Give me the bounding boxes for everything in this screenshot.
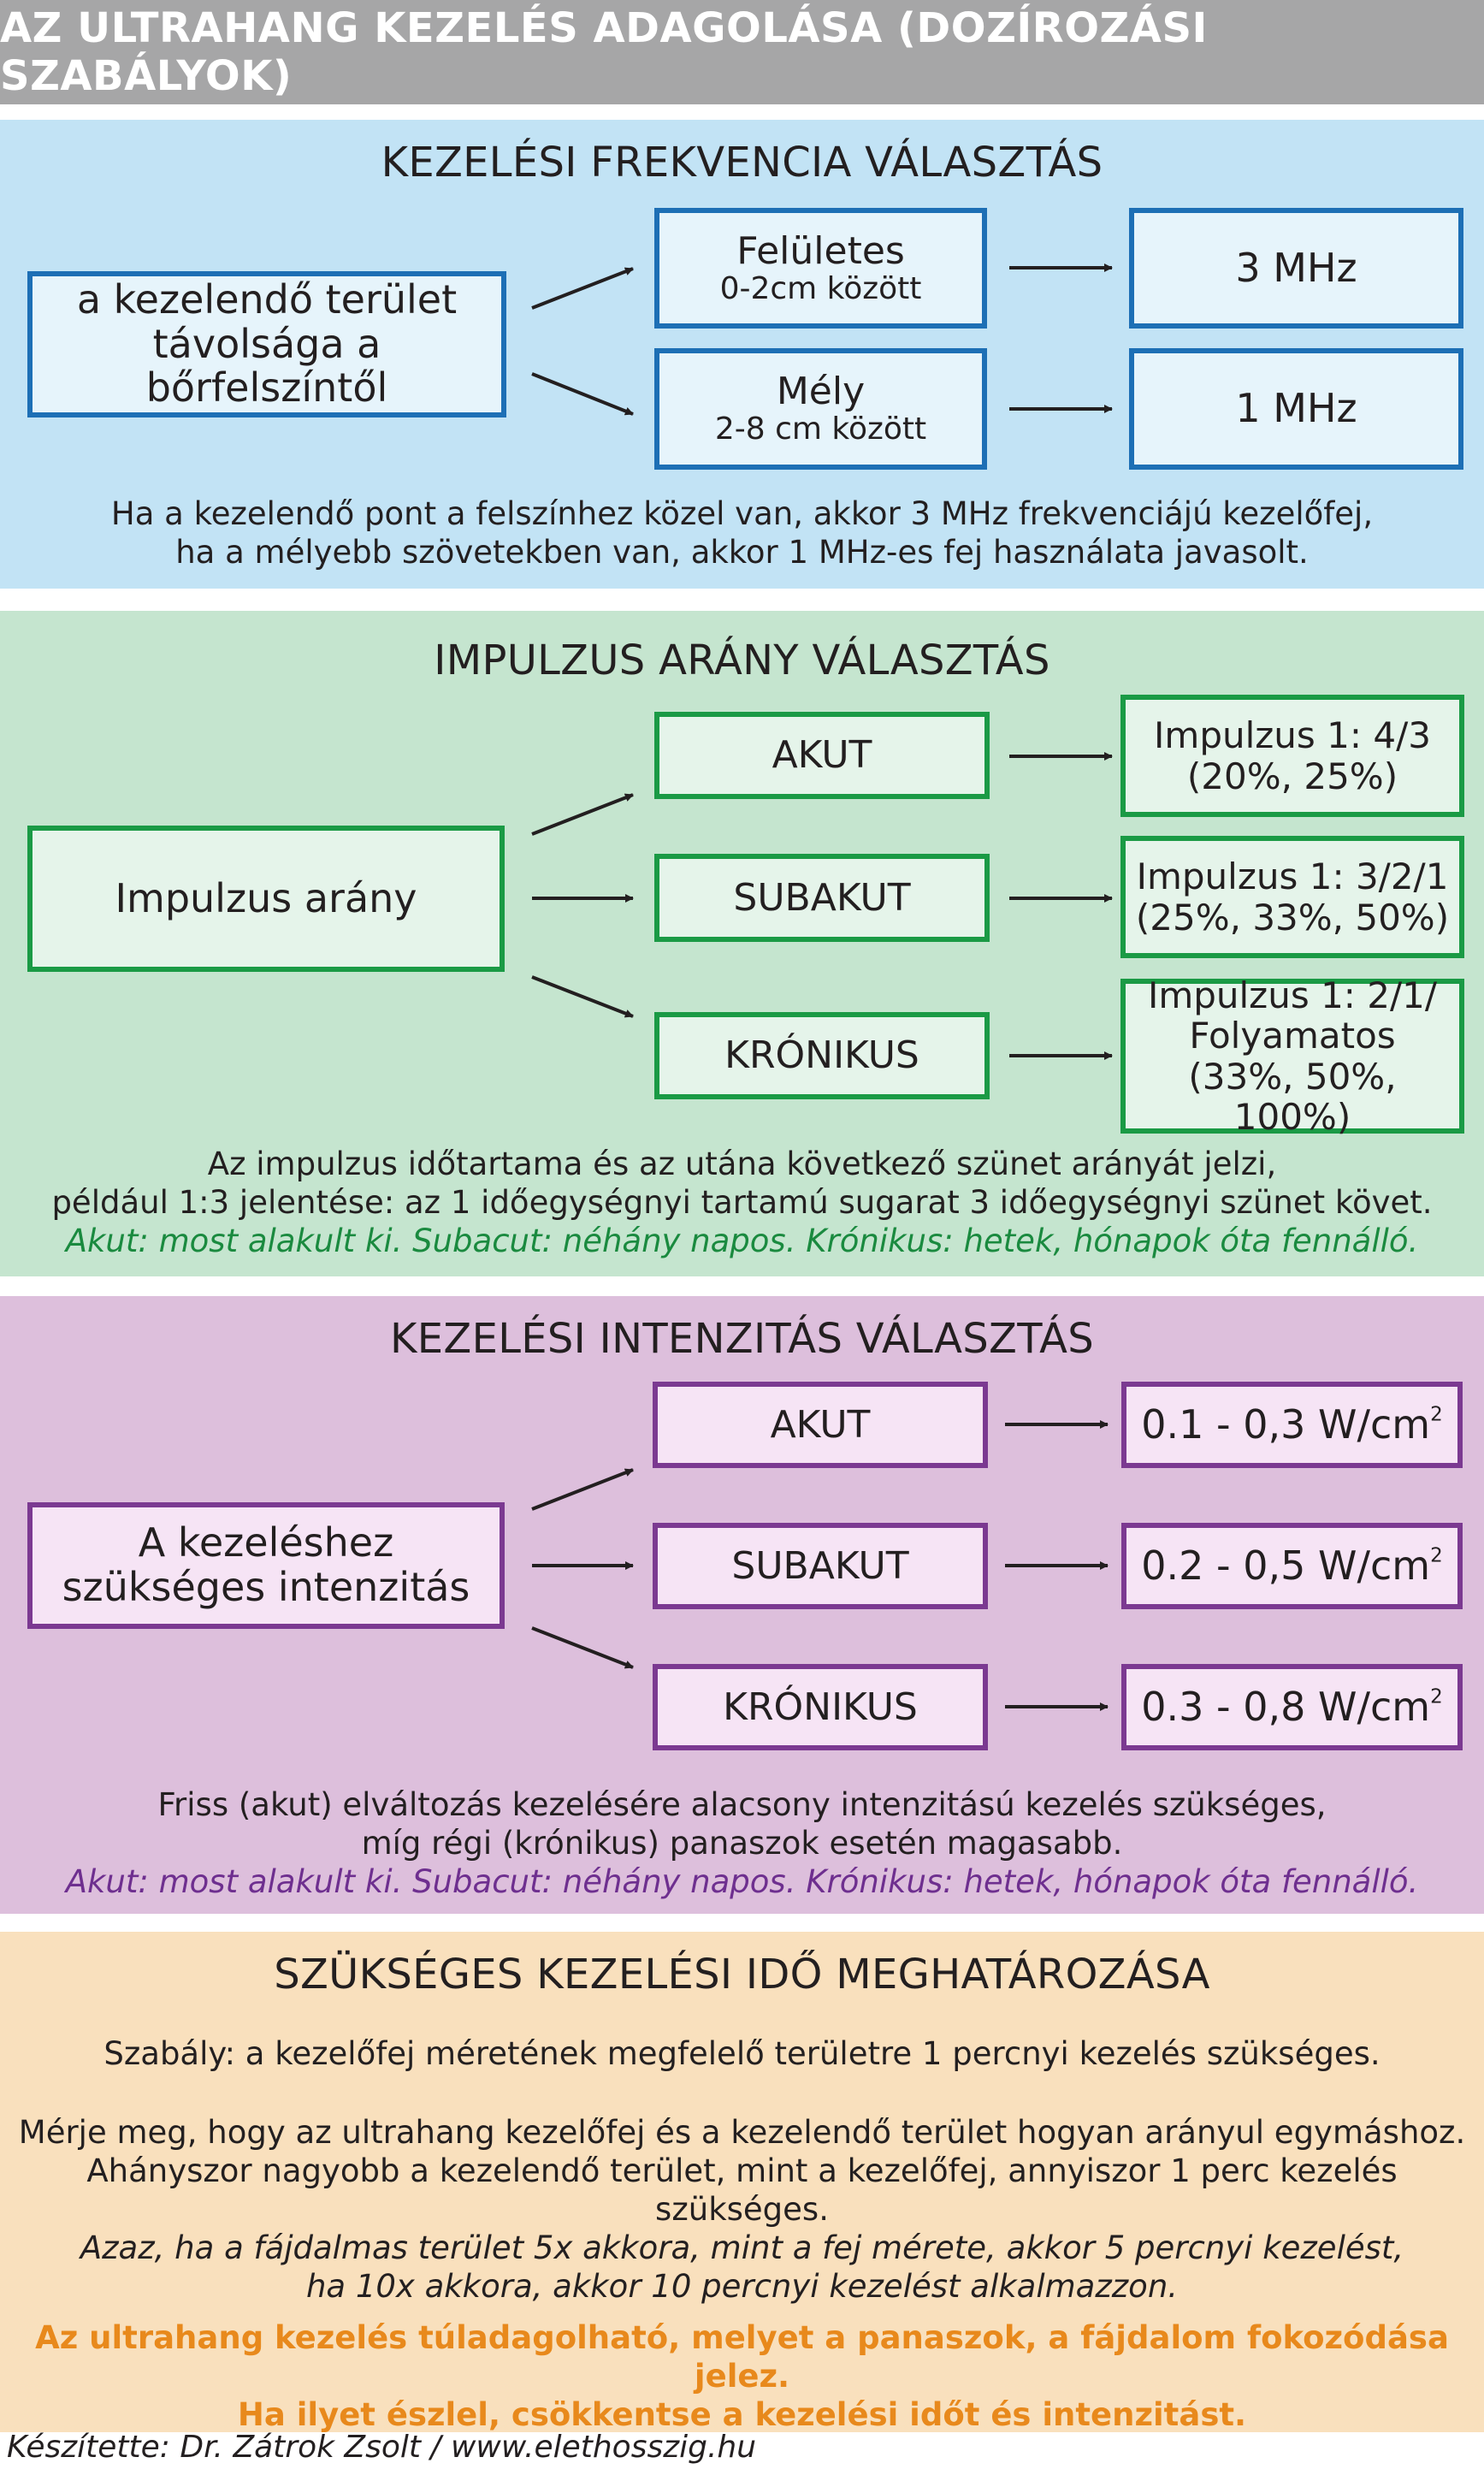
arrow-to-deep [531, 372, 634, 416]
impulse-result-acute: Impulzus 1: 4/3 (20%, 25%) [1120, 695, 1464, 817]
impulse-option-chronic: KRÓNIKUS [654, 1012, 990, 1099]
frequency-option-superficial: Felületes 0-2cm között [654, 208, 987, 329]
footer-credit: Készítette: Dr. Zátrok Zsolt / www.eleth… [7, 2430, 757, 2465]
intensity-result-chronic: 0.3 - 0,8 W/cm2 [1121, 1664, 1463, 1750]
impulse-note-line1: Az impulzus időtartama és az utána követ… [207, 1146, 1277, 1182]
time-warning: Az ultrahang kezelés túladagolható, mely… [0, 2318, 1484, 2434]
impulse-result-ratio: Impulzus 1: 4/3 [1154, 714, 1431, 757]
frequency-source-line1: a kezelendő terület [76, 276, 458, 323]
impulse-option-label: AKUT [772, 733, 872, 778]
intensity-result-value: 0.1 - 0,3 W/cm2 [1141, 1400, 1443, 1448]
intensity-note-line2: míg régi (krónikus) panaszok esetén maga… [361, 1825, 1123, 1862]
intensity-source-line1: A kezeléshez [138, 1519, 394, 1566]
intensity-result-value: 0.3 - 0,8 W/cm2 [1141, 1683, 1443, 1730]
impulse-option-label: KRÓNIKUS [724, 1033, 919, 1078]
intensity-option-label: KRÓNIKUS [723, 1684, 918, 1729]
intensity-note: Friss (akut) elváltozás kezelésére alacs… [0, 1785, 1484, 1901]
intensity-result-range: 0.3 - 0,8 W/cm [1141, 1683, 1431, 1730]
impulse-result-percent: (25%, 33%, 50%) [1135, 896, 1450, 938]
unit-exponent: 2 [1430, 1685, 1443, 1708]
time-line1: Mérje meg, hogy az ultrahang kezelőfej é… [18, 2114, 1466, 2151]
intensity-result-subacute: 0.2 - 0,5 W/cm2 [1121, 1523, 1463, 1609]
frequency-title: KEZELÉSI FREKVENCIA VÁLASZTÁS [381, 139, 1103, 187]
impulse-legend: Akut: most alakult ki. Subacut: néhány n… [65, 1223, 1419, 1259]
intensity-option-subacute: SUBAKUT [653, 1523, 988, 1609]
frequency-option-deep: Mély 2-8 cm között [654, 348, 987, 470]
impulse-option-acute: AKUT [654, 712, 990, 799]
frequency-option-depth: 2-8 cm között [714, 412, 927, 447]
frequency-note-line2: ha a mélyebb szövetekben van, akkor 1 MH… [175, 534, 1309, 571]
arrow-to-impulse-chronic [531, 975, 634, 1018]
intensity-result-range: 0.2 - 0,5 W/cm [1141, 1542, 1431, 1589]
arrow-to-intensity-acute [531, 1468, 634, 1511]
impulse-result-subacute: Impulzus 1: 3/2/1 (25%, 33%, 50%) [1120, 836, 1464, 958]
arrow-to-superficial [531, 267, 634, 310]
impulse-result-mode: Folyamatos [1189, 1015, 1396, 1057]
page-title: AZ ULTRAHANG KEZELÉS ADAGOLÁSA (DOZÍROZÁ… [0, 4, 1208, 100]
time-warning-line2: Ha ilyet észlel, csökkentse a kezelési i… [237, 2396, 1247, 2433]
frequency-source-line2: távolsága a bőrfelszíntől [145, 320, 388, 412]
impulse-source-box: Impulzus arány [27, 826, 505, 972]
frequency-option-label: Mély [776, 370, 866, 414]
frequency-result-3mhz: 3 MHz [1129, 208, 1463, 329]
impulse-note: Az impulzus időtartama és az utána követ… [0, 1145, 1484, 1260]
arrow-to-intensity-chronic [531, 1626, 634, 1669]
time-warning-line1: Az ultrahang kezelés túladagolható, mely… [35, 2319, 1449, 2395]
frequency-result-1mhz: 1 MHz [1129, 348, 1463, 470]
unit-exponent: 2 [1430, 1403, 1443, 1426]
intensity-title: KEZELÉSI INTENZITÁS VÁLASZTÁS [389, 1315, 1094, 1363]
impulse-source-label: Impulzus arány [115, 874, 417, 921]
frequency-option-label: Felületes [736, 228, 905, 273]
time-panel [0, 1932, 1484, 2432]
impulse-result-ratio: Impulzus 1: 2/1/ [1147, 974, 1438, 1017]
intensity-legend: Akut: most alakult ki. Subacut: néhány n… [65, 1863, 1419, 1900]
frequency-note-line1: Ha a kezelendő pont a felszínhez közel v… [110, 495, 1374, 532]
impulse-option-subacute: SUBAKUT [654, 854, 990, 942]
frequency-option-depth: 0-2cm között [719, 270, 922, 306]
intensity-option-label: AKUT [770, 1402, 871, 1447]
impulse-title: IMPULZUS ARÁNY VÁLASZTÁS [434, 636, 1050, 684]
intensity-option-acute: AKUT [653, 1382, 988, 1468]
intensity-option-chronic: KRÓNIKUS [653, 1664, 988, 1750]
frequency-note: Ha a kezelendő pont a felszínhez közel v… [0, 494, 1484, 571]
intensity-result-acute: 0.1 - 0,3 W/cm2 [1121, 1382, 1463, 1468]
impulse-result-chronic: Impulzus 1: 2/1/ Folyamatos (33%, 50%, 1… [1120, 975, 1464, 1138]
time-rule: Szabály: a kezelőfej méretének megfelelő… [103, 2035, 1381, 2072]
impulse-note-line2: például 1:3 jelentése: az 1 időegységnyi… [51, 1184, 1433, 1221]
time-example-line2: ha 10x akkora, akkor 10 percnyi kezelést… [305, 2268, 1179, 2305]
intensity-result-value: 0.2 - 0,5 W/cm2 [1141, 1542, 1443, 1589]
frequency-source-box: a kezelendő terület távolsága a bőrfelsz… [27, 271, 506, 417]
impulse-result-percent: (20%, 25%) [1186, 755, 1398, 797]
frequency-result-value: 1 MHz [1235, 385, 1357, 432]
time-example-line1: Azaz, ha a fájdalmas terület 5x akkora, … [80, 2229, 1404, 2266]
impulse-option-label: SUBAKUT [733, 875, 911, 920]
impulse-result-percent: (33%, 50%, 100%) [1188, 1055, 1397, 1138]
page-header: AZ ULTRAHANG KEZELÉS ADAGOLÁSA (DOZÍROZÁ… [0, 0, 1484, 104]
arrow-to-impulse-acute [531, 793, 634, 836]
intensity-source-line2: szükséges intenzitás [62, 1564, 470, 1610]
intensity-source-box: A kezeléshez szükséges intenzitás [27, 1502, 505, 1629]
time-body: Mérje meg, hogy az ultrahang kezelőfej é… [0, 2113, 1484, 2306]
intensity-note-line1: Friss (akut) elváltozás kezelésére alacs… [157, 1786, 1327, 1823]
impulse-result-ratio: Impulzus 1: 3/2/1 [1136, 856, 1449, 898]
intensity-option-label: SUBAKUT [731, 1543, 909, 1588]
time-line2: Ahányszor nagyobb a kezelendő terület, m… [86, 2152, 1398, 2228]
frequency-result-value: 3 MHz [1235, 244, 1357, 291]
intensity-result-range: 0.1 - 0,3 W/cm [1141, 1400, 1431, 1448]
unit-exponent: 2 [1430, 1544, 1443, 1567]
time-title: SZÜKSÉGES KEZELÉSI IDŐ MEGHATÁROZÁSA [274, 1951, 1210, 1998]
